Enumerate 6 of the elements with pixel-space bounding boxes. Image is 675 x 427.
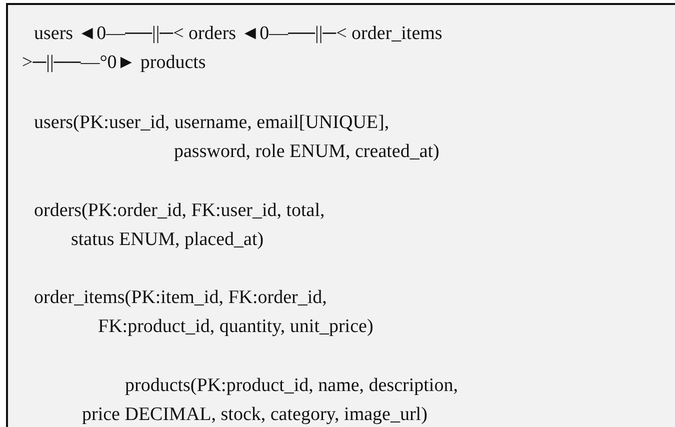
schema-panel bbox=[6, 3, 675, 427]
relationship-notation: users ◄0—──||─< orders ◄0—──||─< order_items >─||──—°0► products bbox=[22, 22, 442, 75]
table-definition: products(PK:product_id, name, description, price DECIMAL, stock, category, image_url) bbox=[82, 374, 458, 427]
table-definition: orders(PK:order_id, FK:user_id, total, status ENUM, placed_at) bbox=[34, 199, 325, 252]
table-definition: order_items(PK:item_id, FK:order_id, FK:product_id, quantity, unit_price) bbox=[34, 286, 374, 339]
table-definition: users(PK:user_id, username, email[UNIQUE], password, role ENUM, created_at) bbox=[34, 111, 440, 164]
